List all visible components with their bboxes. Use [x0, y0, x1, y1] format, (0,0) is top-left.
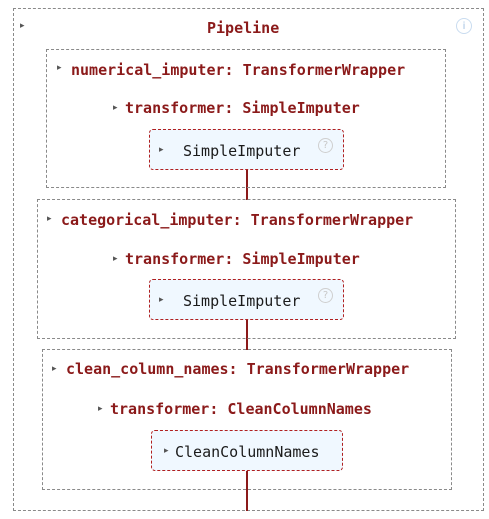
step-toggle-icon[interactable]: ▸: [57, 63, 62, 73]
question-icon[interactable]: ?: [318, 138, 333, 153]
step-toggle-icon[interactable]: ▸: [47, 214, 52, 224]
step-title[interactable]: numerical_imputer: TransformerWrapper: [71, 61, 406, 79]
transformer-toggle-icon[interactable]: ▸: [98, 404, 103, 414]
step-categorical-imputer: [37, 199, 456, 339]
connector-line: [246, 170, 248, 200]
estimator-toggle-icon[interactable]: ▸: [164, 446, 169, 456]
estimator-cleancolumnnames[interactable]: ▸ CleanColumnNames: [151, 430, 343, 471]
estimator-simpleimputer[interactable]: ▸ SimpleImputer ?: [149, 279, 344, 320]
estimator-toggle-icon[interactable]: ▸: [159, 295, 164, 305]
transformer-toggle-icon[interactable]: ▸: [113, 103, 118, 113]
pipeline-container: [13, 8, 484, 511]
info-icon[interactable]: i: [456, 18, 472, 34]
step-title[interactable]: categorical_imputer: TransformerWrapper: [61, 211, 414, 229]
pipeline-toggle-icon[interactable]: ▸: [20, 21, 25, 31]
estimator-toggle-icon[interactable]: ▸: [159, 145, 164, 155]
pipeline-title[interactable]: Pipeline: [207, 19, 280, 37]
transformer-title[interactable]: transformer: SimpleImputer: [125, 250, 360, 268]
connector-line: [246, 320, 248, 350]
question-icon[interactable]: ?: [318, 288, 333, 303]
estimator-label: CleanColumnNames: [175, 443, 320, 461]
estimator-simpleimputer[interactable]: ▸ SimpleImputer ?: [149, 129, 344, 170]
transformer-toggle-icon[interactable]: ▸: [113, 254, 118, 264]
transformer-title[interactable]: transformer: CleanColumnNames: [110, 400, 372, 418]
estimator-label: SimpleImputer: [183, 292, 301, 310]
connector-line: [246, 470, 248, 511]
step-toggle-icon[interactable]: ▸: [52, 364, 57, 374]
transformer-title[interactable]: transformer: SimpleImputer: [125, 99, 360, 117]
step-clean-column-names: [42, 349, 452, 490]
step-numerical-imputer: [46, 49, 446, 188]
estimator-label: SimpleImputer: [183, 142, 301, 160]
step-title[interactable]: clean_column_names: TransformerWrapper: [66, 360, 410, 378]
